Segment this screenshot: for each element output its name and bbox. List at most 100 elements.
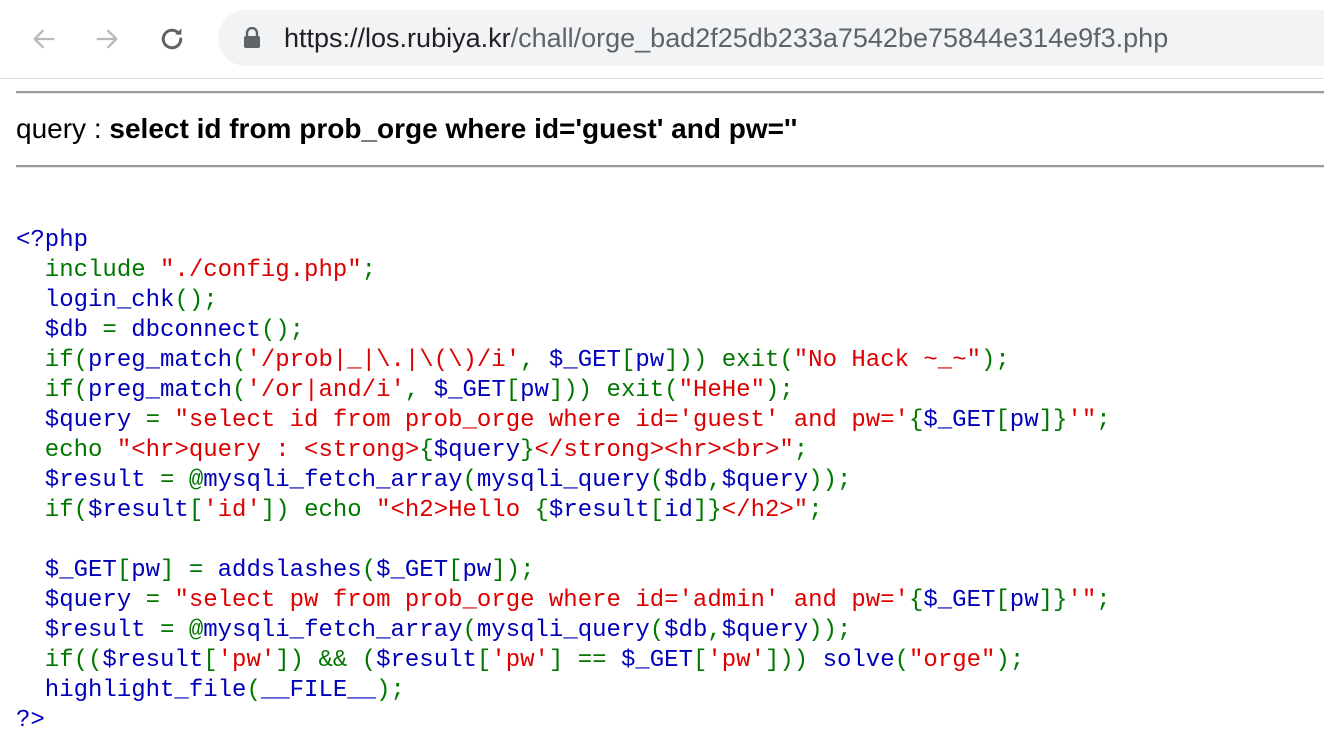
reload-button[interactable] — [152, 19, 192, 59]
code-token: dbconnect — [131, 317, 261, 344]
query-value: select id from prob_orge where id='guest… — [109, 113, 798, 144]
code-token: [ — [505, 377, 521, 404]
code-token: $_GET — [16, 557, 117, 584]
code-token: ]} — [1038, 407, 1068, 434]
code-token: ( — [649, 617, 665, 644]
code-token: "HeHe" — [678, 377, 765, 404]
code-token: = — [102, 317, 132, 344]
code-token: $result — [376, 647, 477, 674]
url-host: https://los.rubiya.kr — [284, 23, 511, 53]
code-line: <?php — [16, 226, 1111, 256]
code-token: if( — [16, 347, 89, 374]
reload-icon — [161, 28, 183, 50]
code-token: </strong><hr><br>" — [534, 437, 794, 464]
code-line: $query = "select pw from prob_orge where… — [16, 586, 1111, 616]
code-token: 'pw' — [491, 647, 549, 674]
code-token: 'pw' — [217, 647, 276, 674]
url-text[interactable]: https://los.rubiya.kr/chall/orge_bad2f25… — [284, 23, 1168, 53]
code-token: $_GET — [548, 347, 621, 374]
code-token: "select id from prob_orge where id='gues… — [174, 407, 909, 434]
code-token: $db — [664, 467, 708, 494]
code-token: , — [707, 467, 722, 494]
code-token: "No Hack ~_~" — [793, 347, 982, 374]
code-line: if($result['id']) echo "<h2>Hello {$resu… — [16, 496, 1111, 526]
top-divider — [16, 91, 1324, 94]
code-token: $query — [721, 467, 809, 494]
code-token: ]} — [692, 497, 722, 524]
code-token: $result — [16, 617, 161, 644]
lock-icon — [244, 27, 260, 48]
code-token: [ — [476, 647, 492, 674]
code-token: ( — [462, 467, 477, 494]
code-token: ( — [462, 617, 477, 644]
code-token: { — [419, 437, 434, 464]
code-token: "./config.php" — [160, 257, 362, 284]
code-line: $db = dbconnect(); — [16, 316, 1111, 346]
code-token: $_GET — [433, 377, 506, 404]
code-token: include — [16, 257, 161, 284]
code-token: ); — [376, 677, 405, 704]
code-token: mysqli_fetch_array — [203, 617, 463, 644]
code-token: $query — [16, 407, 146, 434]
code-line: $_GET[pw] = addslashes($_GET[pw]); — [16, 556, 1111, 586]
code-token: ); — [995, 647, 1025, 674]
code-token: ( — [232, 347, 247, 374]
code-token: [ — [116, 557, 132, 584]
code-token: { — [908, 407, 924, 434]
code-token: = @ — [160, 617, 204, 644]
code-token: [ — [203, 647, 218, 674]
code-token: if( — [16, 377, 89, 404]
code-token: , — [707, 617, 722, 644]
code-line: if(preg_match('/prob|_|\.|\(\)/i', $_GET… — [16, 346, 1111, 376]
code-token: $result — [548, 497, 650, 524]
code-token: $result — [102, 647, 204, 674]
code-token: mysqli_query — [476, 467, 650, 494]
browser-toolbar: https://los.rubiya.kr/chall/orge_bad2f25… — [0, 0, 1324, 79]
code-token: , — [520, 347, 549, 374]
query-label: query : — [16, 113, 110, 144]
code-line: highlight_file(__FILE__); — [16, 676, 1111, 706]
back-button[interactable] — [24, 19, 64, 59]
url-path: /chall/orge_bad2f25db233a7542be75844e314… — [510, 23, 1169, 53]
code-token: mysqli_fetch_array — [203, 467, 463, 494]
code-token: = — [145, 587, 175, 614]
address-bar[interactable]: https://los.rubiya.kr/chall/orge_bad2f25… — [218, 10, 1324, 66]
arrow-right-icon — [96, 29, 118, 49]
code-token: echo — [16, 437, 117, 464]
code-line: echo "<hr>query : <strong>{$query}</stro… — [16, 436, 1111, 466]
code-token: (); — [174, 287, 218, 314]
code-token: ; — [1096, 407, 1111, 434]
code-token: ?> — [16, 707, 45, 734]
code-token: $db — [664, 617, 708, 644]
code-token: addslashes — [217, 557, 362, 584]
code-token: ] = — [160, 557, 218, 584]
code-token — [16, 527, 30, 554]
code-token: login_chk — [16, 287, 175, 314]
code-token: { — [534, 497, 549, 524]
code-token: , — [404, 377, 434, 404]
code-token: ])) — [764, 647, 823, 674]
code-line: if(($result['pw']) && ($result['pw'] == … — [16, 646, 1111, 676]
code-token: [ — [692, 647, 708, 674]
code-token: [ — [620, 347, 636, 374]
code-token: $_GET — [923, 587, 996, 614]
code-token: highlight_file — [16, 677, 247, 704]
code-token: [ — [448, 557, 463, 584]
code-token: $_GET — [923, 407, 996, 434]
code-token: ( — [246, 677, 261, 704]
code-line: include "./config.php"; — [16, 256, 1111, 286]
code-token: $result — [16, 467, 161, 494]
code-token: ( — [894, 647, 910, 674]
code-line: login_chk(); — [16, 286, 1111, 316]
code-token: id — [664, 497, 693, 524]
code-token: mysqli_query — [476, 617, 650, 644]
code-line: ?> — [16, 706, 1111, 736]
code-token: $_GET — [376, 557, 449, 584]
code-token: 'pw' — [707, 647, 765, 674]
code-token: </h2>" — [721, 497, 809, 524]
code-token: "<h2>Hello — [376, 497, 535, 524]
code-token: [ — [188, 497, 204, 524]
code-token: __FILE__ — [260, 677, 377, 704]
source-code-block: <?php include "./config.php"; login_chk(… — [16, 226, 1111, 736]
forward-button[interactable] — [87, 19, 127, 59]
